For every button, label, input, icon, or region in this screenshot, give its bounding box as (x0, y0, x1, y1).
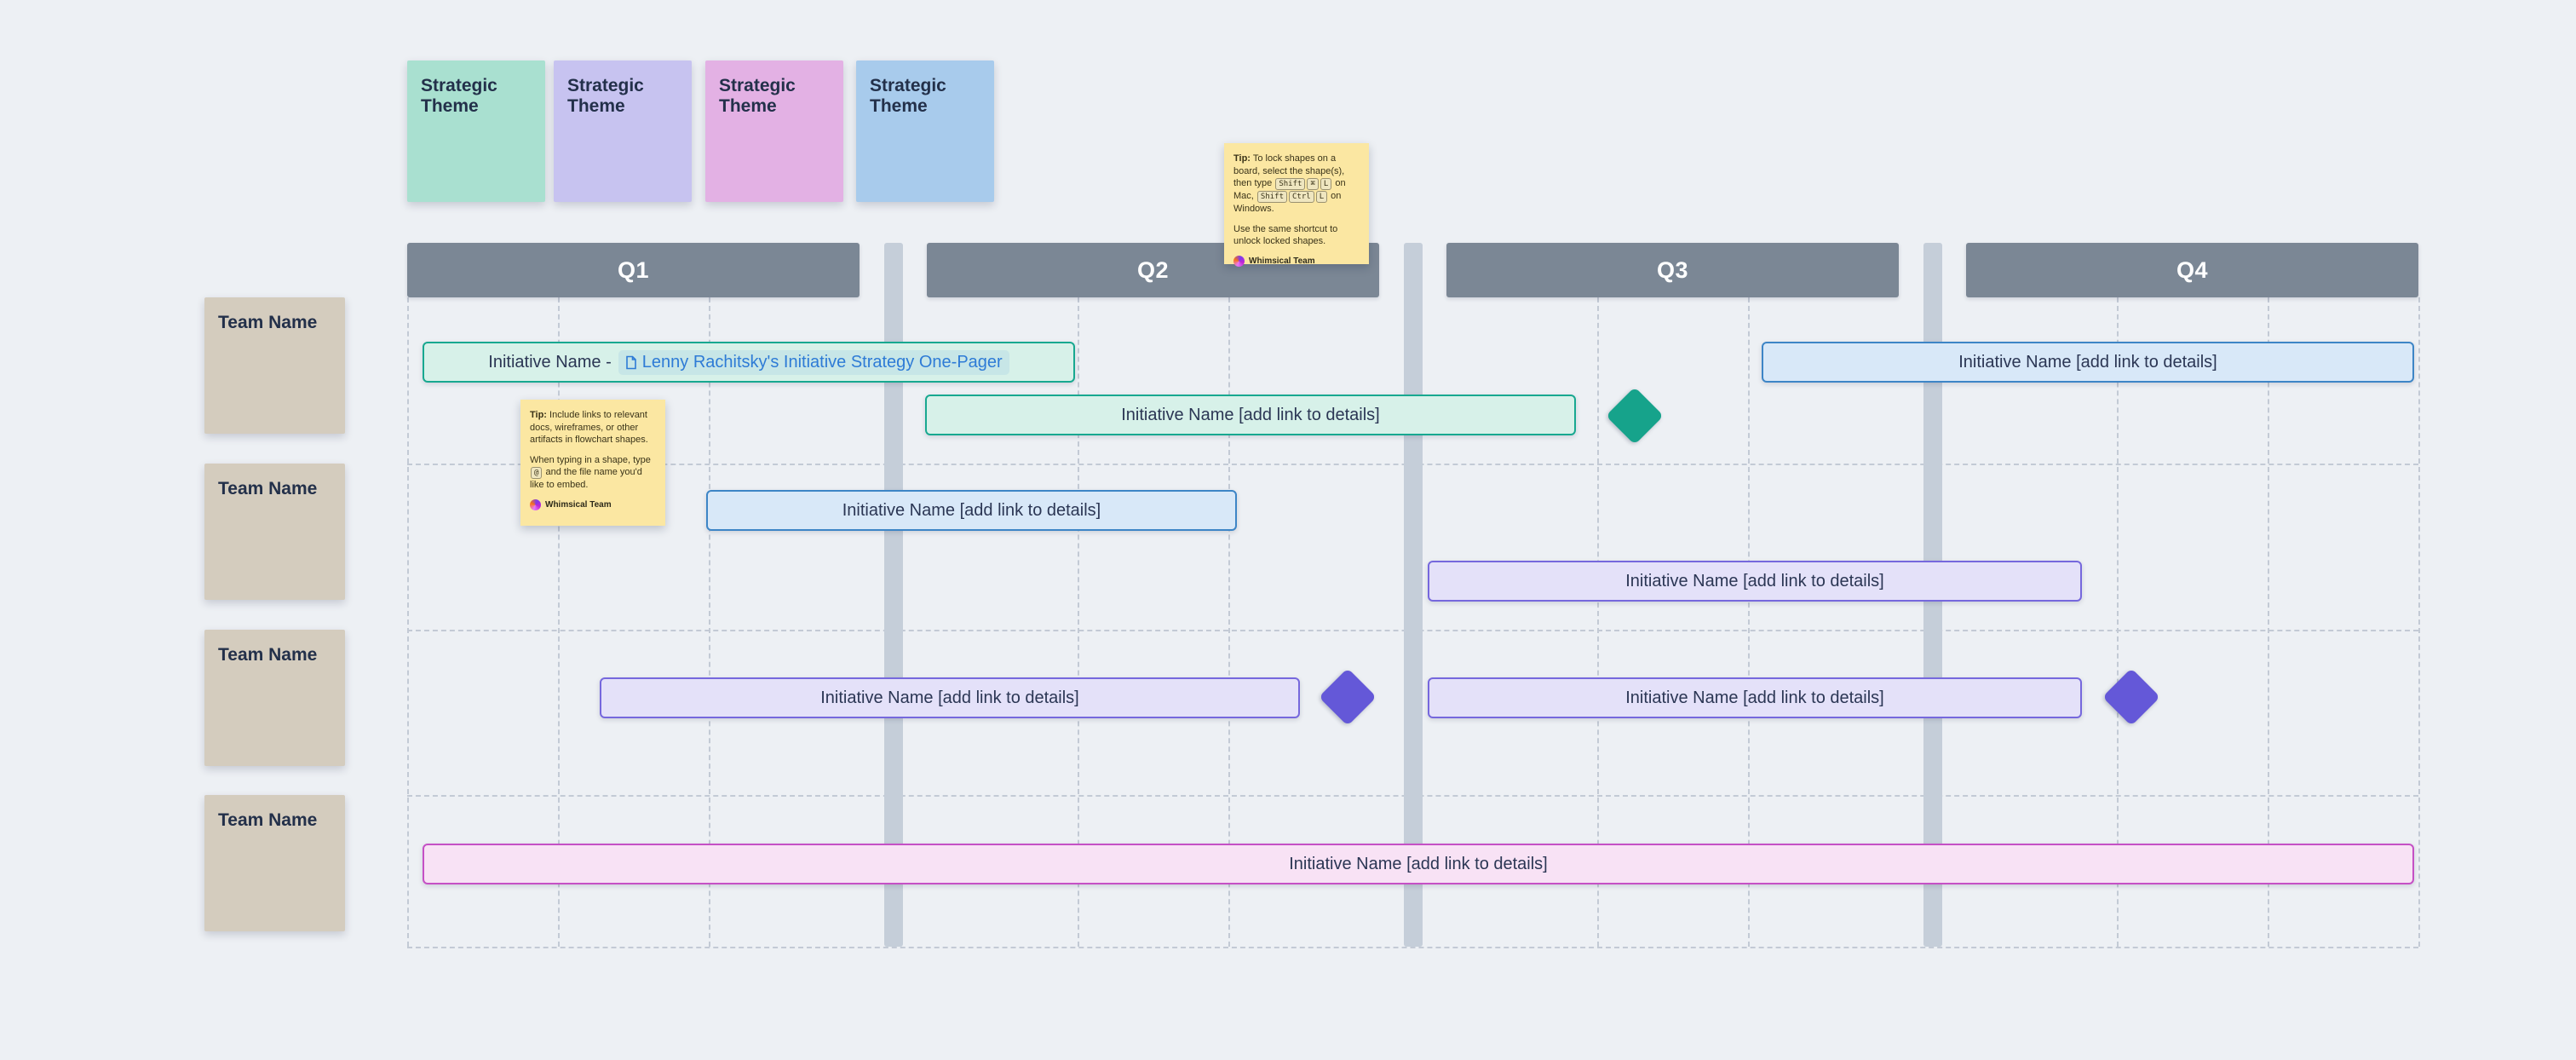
initiative-label: Initiative Name [add link to details] (1289, 854, 1548, 873)
milestone-diamond[interactable] (1319, 668, 1377, 726)
tip-author: Whimsical Team (1233, 255, 1360, 267)
tip-sticky-note[interactable]: Tip: Include links to relevant docs, wir… (520, 400, 665, 526)
strategic-theme-sticky[interactable]: Strategic Theme (407, 60, 545, 202)
tip-author: Whimsical Team (530, 498, 656, 510)
team-name-sticky[interactable]: Team Name (204, 630, 345, 766)
initiative-label: Initiative Name [add link to details] (1121, 405, 1380, 424)
month-grid-line (2418, 297, 2420, 947)
quarter-header-q4[interactable]: Q4 (1966, 243, 2418, 297)
initiative-bar[interactable]: Initiative Name [add link to details] (423, 844, 2414, 884)
team-name-sticky[interactable]: Team Name (204, 464, 345, 600)
initiative-label: Initiative Name [add link to details] (842, 500, 1101, 520)
month-grid-line (2268, 297, 2269, 947)
milestone-diamond[interactable] (2102, 668, 2160, 726)
initiative-label: Initiative Name [add link to details] (820, 688, 1079, 707)
team-name-sticky[interactable]: Team Name (204, 297, 345, 434)
month-grid-line (1597, 297, 1599, 947)
quarter-header-q3[interactable]: Q3 (1446, 243, 1899, 297)
month-grid-line (709, 297, 710, 947)
row-divider-line (407, 947, 2418, 948)
strategic-theme-sticky[interactable]: Strategic Theme (856, 60, 994, 202)
initiative-bar[interactable]: Initiative Name - Lenny Rachitsky's Init… (423, 342, 1075, 383)
kbd-key: @ (531, 467, 543, 480)
tip-text: Use the same shortcut to unlock locked s… (1233, 223, 1338, 247)
initiative-bar[interactable]: Initiative Name [add link to details] (1428, 561, 2082, 602)
initiative-label: Initiative Name [add link to details] (1958, 352, 2217, 372)
tip-text: Tip: Include links to relevant docs, wir… (530, 410, 648, 446)
month-grid-line (1078, 297, 1079, 947)
team-name-sticky[interactable]: Team Name (204, 795, 345, 931)
kbd-key: Shift (1275, 178, 1306, 191)
initiative-bar[interactable]: Initiative Name [add link to details] (1762, 342, 2414, 383)
initiative-link-label: Lenny Rachitsky's Initiative Strategy On… (641, 352, 1003, 372)
initiative-label: Initiative Name - (488, 352, 612, 372)
initiative-bar[interactable]: Initiative Name [add link to details] (706, 490, 1237, 531)
month-grid-line (558, 297, 560, 947)
tip-text: When typing in a shape, type @ and the f… (530, 454, 651, 491)
quarter-divider (884, 243, 903, 947)
month-grid-line (407, 297, 409, 947)
kbd-key: ⌘ (1307, 178, 1319, 191)
kbd-key: Shift (1256, 191, 1287, 204)
strategic-theme-sticky[interactable]: Strategic Theme (705, 60, 843, 202)
month-grid-line (1228, 297, 1230, 947)
whimsical-logo-icon (1233, 255, 1245, 267)
initiative-label: Initiative Name [add link to details] (1625, 571, 1884, 590)
initiative-bar[interactable]: Initiative Name [add link to details] (925, 395, 1576, 435)
quarter-divider (1404, 243, 1423, 947)
month-grid-line (1748, 297, 1750, 947)
initiative-bar[interactable]: Initiative Name [add link to details] (1428, 677, 2082, 718)
tip-text: Tip: To lock shapes on a board, select t… (1233, 153, 1346, 215)
document-icon (625, 355, 636, 369)
kbd-key: L (1320, 178, 1332, 191)
kbd-key: Ctrl (1289, 191, 1314, 204)
month-grid-line (2117, 297, 2119, 947)
milestone-diamond[interactable] (1606, 387, 1664, 445)
quarter-header-q1[interactable]: Q1 (407, 243, 860, 297)
initiative-link[interactable]: Lenny Rachitsky's Initiative Strategy On… (618, 349, 1009, 375)
strategic-theme-sticky[interactable]: Strategic Theme (554, 60, 692, 202)
tip-sticky-note[interactable]: Tip: To lock shapes on a board, select t… (1224, 143, 1369, 267)
initiative-label: Initiative Name [add link to details] (1625, 688, 1884, 707)
whimsical-logo-icon (530, 498, 541, 510)
kbd-key: L (1315, 191, 1328, 204)
initiative-bar[interactable]: Initiative Name [add link to details] (600, 677, 1300, 718)
